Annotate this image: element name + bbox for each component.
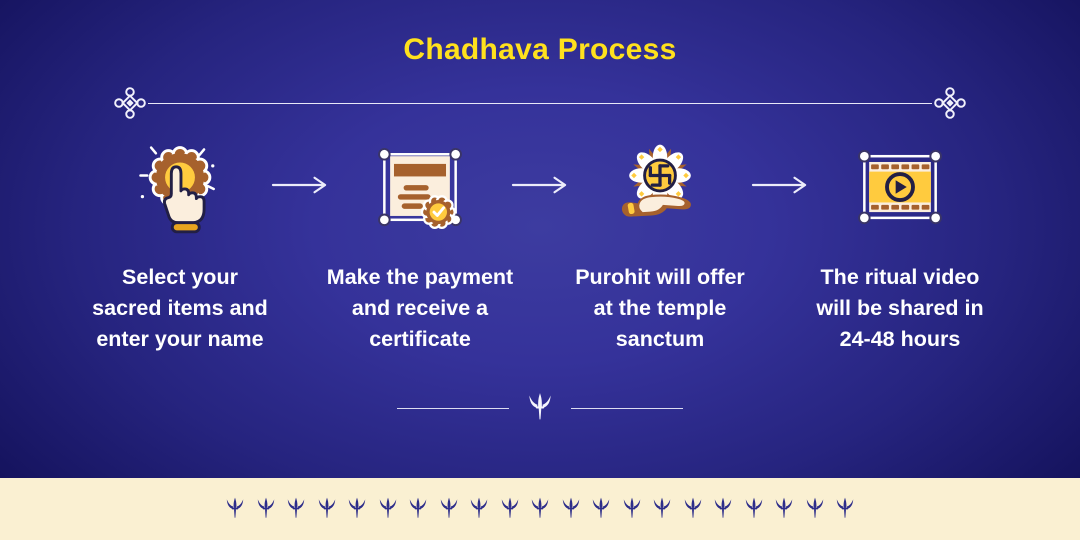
certificate-icon	[367, 130, 473, 246]
trishul-icon	[713, 497, 733, 521]
step-label: Make the payment and receive a certifica…	[326, 265, 514, 351]
trishul-icon	[500, 497, 520, 521]
arrow-right-icon	[271, 176, 327, 194]
step-payment-certificate: Make the payment and receive a certifica…	[300, 130, 540, 355]
trishul-icon	[835, 497, 855, 521]
trishul-icon	[439, 497, 459, 521]
trishul-icon	[591, 497, 611, 521]
trishul-icon	[683, 497, 703, 521]
knot-ornament-right-icon	[932, 85, 968, 121]
arrow-right-icon	[511, 176, 567, 194]
step-ritual-video: The ritual video will be shared in 24-48…	[780, 130, 1020, 355]
trishul-icon	[622, 497, 642, 521]
step-label: The ritual video will be shared in 24-48…	[816, 265, 984, 351]
trishul-icon	[744, 497, 764, 521]
trishul-icon	[774, 497, 794, 521]
trishul-icon	[378, 497, 398, 521]
trishul-icon	[286, 497, 306, 521]
step-select-items: Select your sacred items and enter your …	[60, 130, 300, 355]
trishul-icon	[317, 497, 337, 521]
tap-select-icon	[127, 130, 233, 246]
trishul-icon	[527, 393, 553, 423]
trishul-icon	[805, 497, 825, 521]
trident-row	[225, 497, 855, 521]
divider-line	[148, 102, 932, 104]
trishul-icon	[561, 497, 581, 521]
arrow-right-icon	[751, 176, 807, 194]
knot-ornament-left-icon	[112, 85, 148, 121]
trishul-icon	[347, 497, 367, 521]
process-steps: Select your sacred items and enter your …	[60, 130, 1020, 355]
step-label: Select your sacred items and enter your …	[92, 265, 268, 351]
step-label: Purohit will offer at the temple sanctum	[575, 265, 745, 351]
ritual-video-icon	[847, 130, 953, 246]
trishul-icon	[469, 497, 489, 521]
footer-band	[0, 478, 1080, 540]
trishul-icon	[652, 497, 672, 521]
step-purohit-offering: Purohit will offer at the temple sanctum	[540, 130, 780, 355]
divider-line	[397, 407, 509, 409]
trishul-divider	[0, 393, 1080, 423]
trishul-icon	[225, 497, 245, 521]
trishul-icon	[408, 497, 428, 521]
trishul-icon	[256, 497, 276, 521]
ornamental-divider	[112, 86, 968, 120]
offering-hand-icon	[607, 130, 713, 246]
page-title: Chadhava Process	[403, 33, 677, 66]
trishul-icon	[530, 497, 550, 521]
divider-line	[571, 407, 683, 409]
